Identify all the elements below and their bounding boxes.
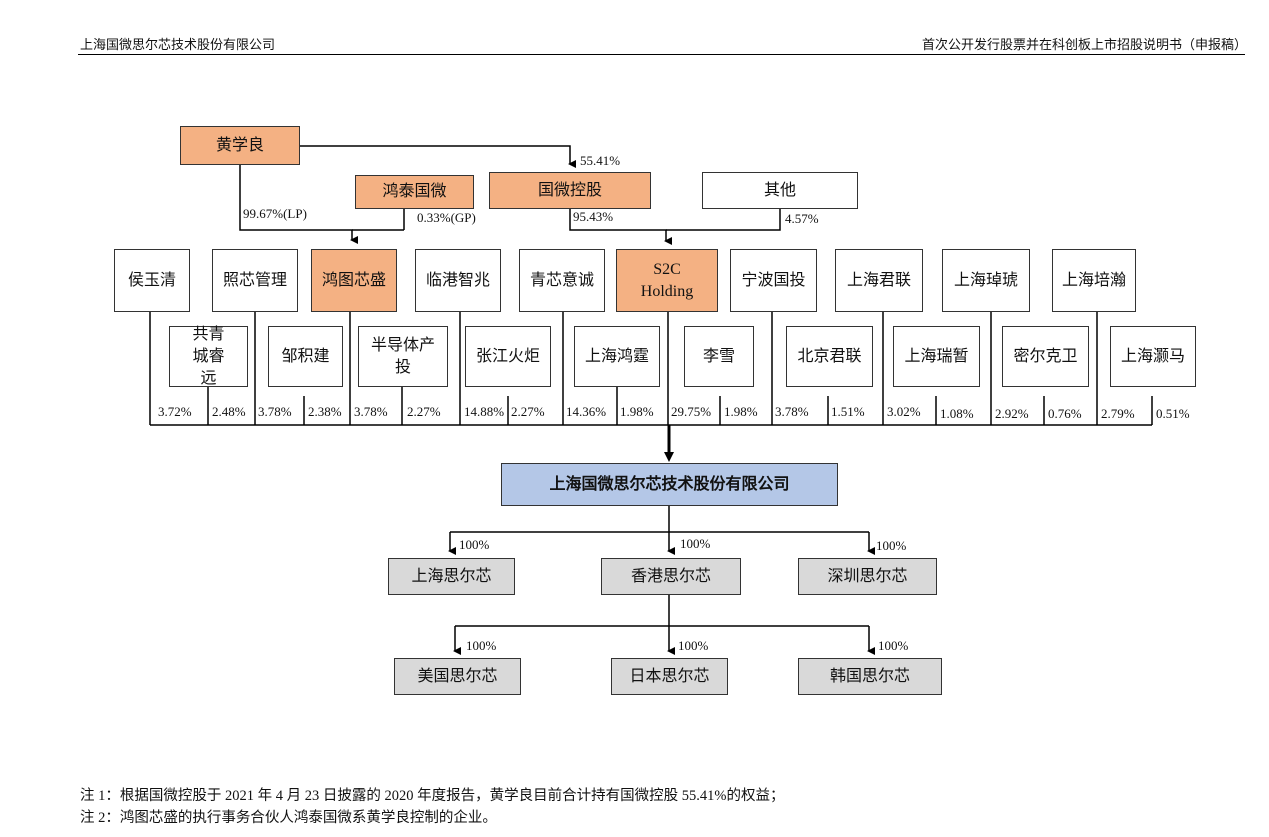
pct-others-s2c: 4.57% [785,211,819,226]
node-company: 上海国微思尔芯技术股份有限公司 [501,463,838,506]
shareholder-10: 上海培瀚 [1052,249,1136,312]
shareholder-20: 上海灏马 [1110,326,1196,387]
pct-shareholder-5: 14.36% [566,404,607,419]
shareholder-19: 密尔克卫 [1002,326,1089,387]
pct-shareholder-3: 3.78% [354,404,388,419]
shareholder-14: 张江火炬 [465,326,551,387]
pct-shareholder-12: 2.38% [308,404,342,419]
pct-shareholder-7: 3.78% [775,404,809,419]
shareholder-6: S2C Holding [616,249,718,312]
pct-huang-guowei: 55.41% [580,153,621,168]
shareholder-5: 青芯意诚 [519,249,605,312]
shareholder-16: 李雪 [684,326,754,387]
pct-sub-usa: 100% [466,638,497,653]
pct-guowei-s2c: 95.43% [573,209,614,224]
node-hongtai-guowei: 鸿泰国微 [355,175,474,209]
pct-shareholder-8: 3.02% [887,404,921,419]
shareholder-3: 鸿图芯盛 [311,249,397,312]
pct-shareholder-10: 2.79% [1101,406,1135,421]
pct-shareholder-17: 1.51% [831,404,865,419]
pct-shareholder-14: 2.27% [511,404,545,419]
shareholder-9: 上海琸琥 [942,249,1030,312]
shareholder-18: 上海瑞暂 [893,326,980,387]
header-left-title: 上海国微思尔芯技术股份有限公司 [80,37,276,52]
shareholder-8: 上海君联 [835,249,923,312]
pct-shareholder-16: 1.98% [724,404,758,419]
subsidiary-japan: 日本思尔芯 [611,658,728,695]
pct-sub-japan: 100% [678,638,709,653]
pct-shareholder-15: 1.98% [620,404,654,419]
pct-shareholder-13: 2.27% [407,404,441,419]
pct-sub-shenzhen: 100% [876,538,907,553]
pct-shareholder-20: 0.51% [1156,406,1190,421]
pct-shareholder-18: 1.08% [940,406,974,421]
pct-shareholder-6: 29.75% [671,404,712,419]
shareholder-13: 半导体产投 [358,326,448,387]
pct-hongtai-gp: 0.33%(GP) [417,210,476,225]
pct-huang-lp: 99.67%(LP) [243,206,307,221]
shareholder-11: 共青城睿远 [169,326,248,387]
pct-shareholder-1: 3.72% [158,404,192,419]
subsidiary-shenzhen: 深圳思尔芯 [798,558,937,595]
pct-shareholder-11: 2.48% [212,404,246,419]
shareholder-1: 侯玉清 [114,249,190,312]
subsidiary-korea: 韩国思尔芯 [798,658,942,695]
node-guowei-holding: 国微控股 [489,172,651,209]
pct-shareholder-19: 0.76% [1048,406,1082,421]
pct-shareholder-2: 3.78% [258,404,292,419]
shareholder-4: 临港智兆 [415,249,501,312]
pct-sub-hongkong: 100% [680,536,711,551]
shareholder-15: 上海鸿霆 [574,326,660,387]
node-huang-xueliang: 黄学良 [180,126,300,165]
note-2: 注 2：鸿图芯盛的执行事务合伙人鸿泰国微系黄学良控制的企业。 [80,810,497,826]
pct-shareholder-9: 2.92% [995,406,1029,421]
shareholder-7: 宁波国投 [730,249,817,312]
pct-shareholder-4: 14.88% [464,404,505,419]
subsidiary-shanghai: 上海思尔芯 [388,558,515,595]
shareholder-2: 照芯管理 [212,249,298,312]
shareholder-12: 邹积建 [268,326,343,387]
shareholder-17: 北京君联 [786,326,873,387]
pct-sub-korea: 100% [878,638,909,653]
subsidiary-usa: 美国思尔芯 [394,658,521,695]
node-others: 其他 [702,172,858,209]
header-divider [78,54,1245,55]
subsidiary-hongkong: 香港思尔芯 [601,558,741,595]
header-right-title: 首次公开发行股票并在科创板上市招股说明书（申报稿） [921,37,1247,52]
note-1: 注 1：根据国微控股于 2021 年 4 月 23 日披露的 2020 年度报告… [80,788,785,804]
pct-sub-shanghai: 100% [459,537,490,552]
